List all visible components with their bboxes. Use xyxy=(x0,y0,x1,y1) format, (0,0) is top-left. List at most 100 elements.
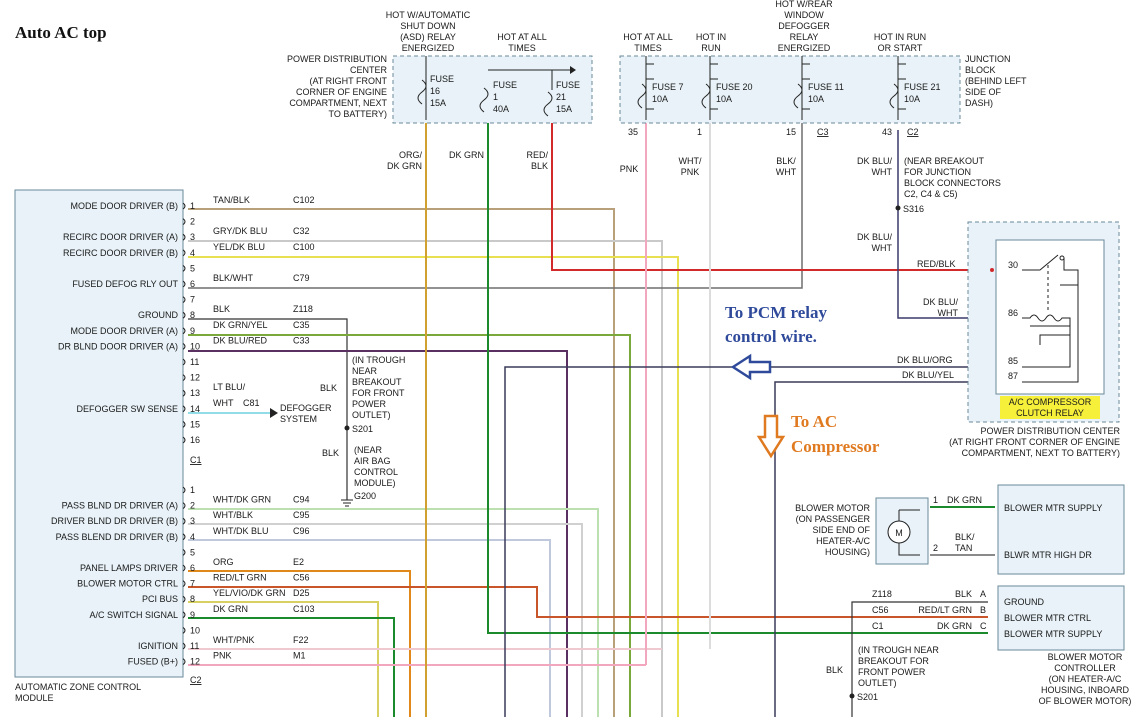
c1-pin-6: 6 xyxy=(190,279,195,289)
pdc-top-fuses xyxy=(417,56,570,120)
blower-wire-dkgrn: DK GRN xyxy=(947,495,982,505)
relay-pin-87: 87 xyxy=(1008,371,1018,381)
c1-pin-4: 4 xyxy=(190,248,195,258)
c2-circuit-3: C95 xyxy=(293,510,310,520)
c2-circuit-12: M1 xyxy=(293,651,306,661)
note-ac-line2: Compressor xyxy=(791,437,880,456)
c1-pin-mark xyxy=(182,343,186,350)
c1-pin-3: 3 xyxy=(190,232,195,242)
conn-c1: C1 xyxy=(190,455,202,465)
blower-supply-box xyxy=(997,484,1125,575)
c2-color-2: WHT/DK GRN xyxy=(213,495,271,505)
c1-pin-7: 7 xyxy=(190,295,195,305)
motor-m: M xyxy=(895,528,903,538)
c1-circuit-14: C81 xyxy=(243,398,260,408)
blower-supply-label: BLOWER MTR SUPPLY xyxy=(1004,503,1102,513)
c2-pin-mark xyxy=(182,595,186,603)
c2-pin-1: 1 xyxy=(190,485,195,495)
c2-func-9: A/C SWITCH SIGNAL xyxy=(89,610,178,620)
splice-s201b: S201 xyxy=(857,692,878,702)
wire-dkgrn-c103 xyxy=(188,617,395,717)
c1-pin-2: 2 xyxy=(190,217,195,227)
zone-control-module xyxy=(14,189,184,678)
left-arrow-icon xyxy=(730,353,772,381)
c1-func-3: RECIRC DOOR DRIVER (A) xyxy=(63,232,178,242)
relay-name-highlight xyxy=(1000,396,1100,419)
c2-circuit-7: C56 xyxy=(293,573,310,583)
label-pnk: PNK xyxy=(620,164,639,174)
defogger-arrow-icon xyxy=(270,408,278,418)
arrow-icon xyxy=(570,66,576,74)
jb-conn-c3: C3 xyxy=(817,127,829,137)
c2-circuit-11: F22 xyxy=(293,635,309,645)
c2-circuit-9: C103 xyxy=(293,604,315,614)
relay-pin-86: 86 xyxy=(1008,308,1018,318)
c2-pin-mark xyxy=(182,486,186,494)
wire-ground-blk xyxy=(188,318,348,500)
c1-color-1: TAN/BLK xyxy=(213,195,250,205)
c2-func-12: FUSED (B+) xyxy=(128,657,178,667)
relay-internals xyxy=(1022,254,1079,383)
ctrl-func-B: BLOWER MTR CTRL xyxy=(1004,613,1091,623)
wire-yel-vio xyxy=(188,601,379,717)
c2-pin-5: 5 xyxy=(190,547,195,557)
ctrl-color-A: BLK xyxy=(955,589,972,599)
c1-pin-mark xyxy=(182,249,186,257)
label-org-dkgrn: ORG/DK GRN xyxy=(387,150,423,171)
ctrl-func-A: GROUND xyxy=(1004,597,1044,607)
blower-pin-1: 1 xyxy=(933,495,938,505)
c2-color-6: ORG xyxy=(213,557,234,567)
wire-dkblu-wht xyxy=(897,130,988,319)
c2-pin-mark xyxy=(182,658,186,665)
wire-tan-blk xyxy=(188,208,615,717)
wire-dkgrn-main xyxy=(487,82,988,634)
c1-pin-mark xyxy=(182,389,186,397)
c2-pin-4: 4 xyxy=(190,532,195,542)
c2-pin-mark xyxy=(182,517,186,525)
splice-dot xyxy=(895,205,901,211)
wire-gry-dkblu xyxy=(188,240,663,717)
wire-dkblu-red xyxy=(188,350,568,717)
note-ac-line1: To AC xyxy=(791,412,837,431)
c1-pin-5: 5 xyxy=(190,263,195,273)
c2-func-6: PANEL LAMPS DRIVER xyxy=(80,563,179,573)
c1-pin-11: 11 xyxy=(190,357,199,367)
c1-circuit-3: C32 xyxy=(293,226,310,236)
jb-conn-c2: C2 xyxy=(907,127,919,137)
wire-blk-wht xyxy=(188,120,803,289)
relay-body xyxy=(995,239,1105,395)
c2-func-4: PASS BLEND DR DRIVER (B) xyxy=(56,532,178,542)
c1-pin-9: 9 xyxy=(190,326,195,336)
c1-func-8: GROUND xyxy=(138,310,178,320)
c1-circuit-4: C100 xyxy=(293,242,315,252)
c2-pin-8: 8 xyxy=(190,594,195,604)
wire-red-ltgrn xyxy=(188,586,988,618)
c1-pin-mark xyxy=(182,421,186,428)
c2-pin-mark xyxy=(182,549,186,556)
ctrl-func-C: BLOWER MTR SUPPLY xyxy=(1004,629,1102,639)
c1-circuit-8: Z118 xyxy=(293,304,313,314)
c1-pin-13: 13 xyxy=(190,388,200,398)
ctrl-pin-A: A xyxy=(980,589,986,599)
label-blk-wht: BLK/WHT xyxy=(776,156,797,177)
c1-func-6: FUSED DEFOG RLY OUT xyxy=(72,279,178,289)
c1-pin-10: 10 xyxy=(190,341,200,351)
wire-yel-dkblu xyxy=(188,256,679,717)
ground-g200: G200 xyxy=(354,491,376,501)
ctrl-circuit-C: C1 xyxy=(872,621,884,631)
